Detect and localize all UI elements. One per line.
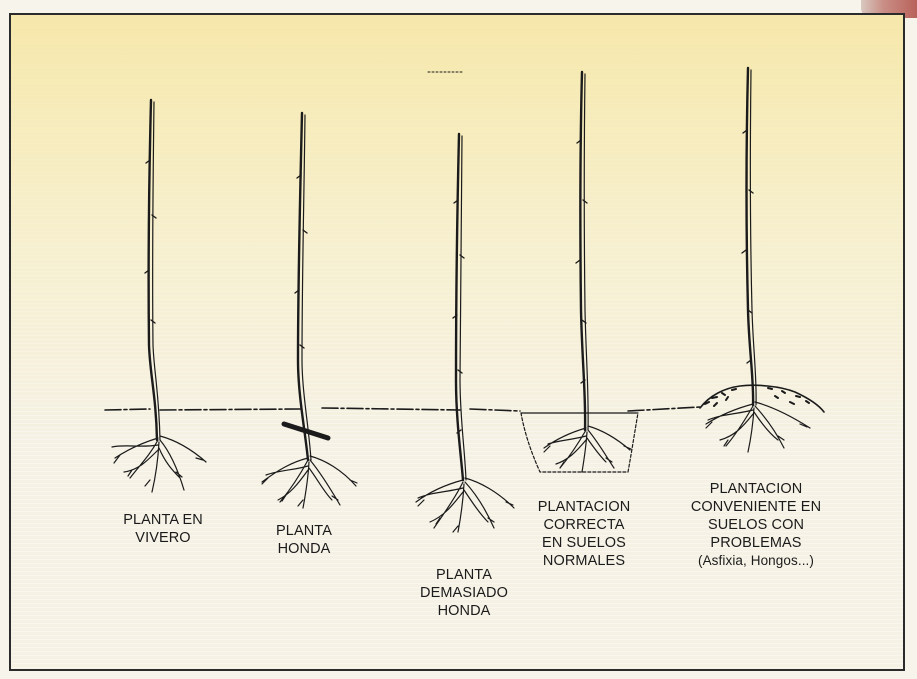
label-line: NORMALES [522, 552, 646, 570]
label-line: DEMASIADO [402, 584, 526, 602]
label-line: PLANTA [254, 522, 354, 540]
ground-line [105, 72, 700, 411]
label-line: CONVENIENTE EN [676, 498, 836, 516]
label-line: PLANTA [402, 566, 526, 584]
label-line: PLANTACION [522, 498, 646, 516]
label-line: VIVERO [104, 529, 222, 547]
plant-nursery [112, 100, 206, 492]
label-line: (Asfixia, Hongos...) [676, 552, 836, 570]
label-line: EN SUELOS [522, 534, 646, 552]
label-nursery-plant: PLANTA EN VIVERO [104, 511, 222, 547]
label-too-deep-plant: PLANTA DEMASIADO HONDA [402, 566, 526, 620]
plant-mound [700, 68, 824, 452]
label-line: PROBLEMAS [676, 534, 836, 552]
label-line: CORRECTA [522, 516, 646, 534]
label-deep-plant: PLANTA HONDA [254, 522, 354, 558]
label-line: PLANTA EN [104, 511, 222, 529]
label-line: SUELOS CON [676, 516, 836, 534]
plant-deep [262, 113, 357, 508]
label-line: PLANTACION [676, 480, 836, 498]
label-line: HONDA [254, 540, 354, 558]
label-correct-planting: PLANTACION CORRECTA EN SUELOS NORMALES [522, 498, 646, 570]
plant-correct [521, 72, 638, 472]
label-line: HONDA [402, 602, 526, 620]
label-mound-planting: PLANTACION CONVENIENTE EN SUELOS CON PRO… [676, 480, 836, 570]
plant-too-deep [416, 134, 514, 532]
